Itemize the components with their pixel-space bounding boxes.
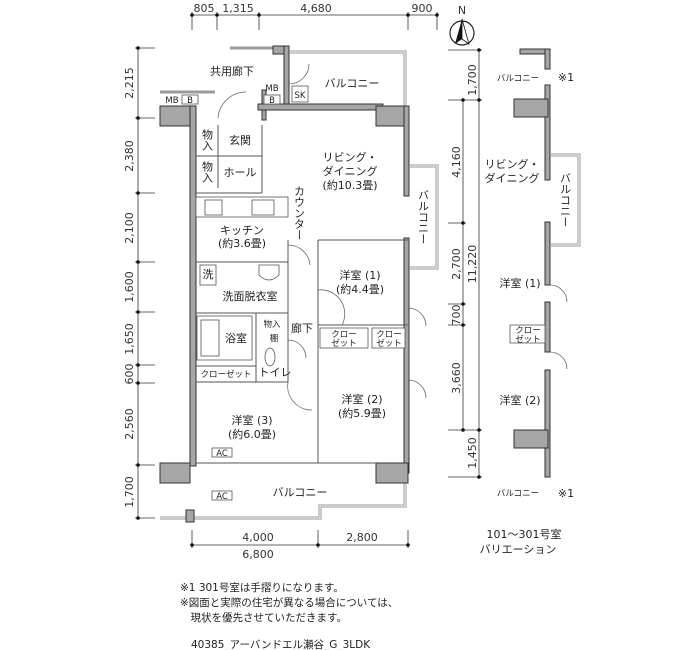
dim-left-7: 1,700: [123, 476, 136, 508]
plan-id-footer: 40385_アーバンドエル瀬谷_G_3LDK: [191, 638, 371, 650]
note-3: 現状を優先させていただきます。: [180, 611, 347, 624]
top-dimensions: 805 1,315 4,680 900: [190, 2, 439, 30]
var-western-1-label: 洋室 (1): [499, 276, 540, 290]
var-western-2-label: 洋室 (2): [499, 393, 540, 407]
dim-left-5: 600: [123, 364, 136, 385]
bath-label: 浴室: [225, 331, 247, 345]
mb-label-left: MB: [165, 96, 178, 106]
storage-3-label: 物入: [263, 319, 281, 330]
var-bottom-balcony-label: バルコニー: [497, 489, 539, 499]
var-dim-5: 1,450: [466, 437, 479, 469]
dim-bottom-1: 2,800: [346, 531, 378, 544]
note-1: ※1 301号室は手摺りになります。: [180, 581, 344, 594]
ac-label-1: AC: [216, 449, 228, 459]
var-dim-3: 700: [450, 305, 463, 326]
top-balcony-label: バルコニー: [325, 77, 380, 90]
var-ld-label-2: ダイニング: [485, 171, 540, 185]
washer-label: 洗: [203, 268, 214, 281]
var-ld-label-1: リビング・: [485, 157, 540, 171]
shelf-label: 棚: [270, 333, 279, 344]
storage-1-label: 物入: [201, 128, 214, 151]
dim-left-3: 1,600: [123, 271, 136, 303]
closet-a-label-2: ゼット: [331, 338, 357, 349]
doors: [217, 63, 427, 411]
western-room-3-label: 洋室 (3): [231, 413, 272, 427]
var-closet-label-1: クロー: [515, 326, 541, 336]
dim-left-2: 2,100: [123, 212, 136, 244]
dim-left-0: 2,215: [123, 67, 136, 99]
dim-bottom-total: 6,800: [242, 548, 274, 561]
living-dining-size: (約10.3畳): [322, 178, 377, 192]
var-dim-total: 11,220: [466, 245, 479, 284]
dim-bottom-0: 4,000: [242, 531, 274, 544]
kitchen-label: キッチン: [220, 224, 264, 237]
var-side-balcony-label: バルコニー: [559, 173, 572, 228]
sk-label: SK: [295, 91, 306, 101]
western-room-3-size: (約6.0畳): [228, 427, 276, 441]
left-dimensions: 2,215 2,380 2,100 1,600 1,650 600 2,560 …: [123, 46, 155, 520]
dim-top-0: 805: [194, 2, 215, 15]
entrance-label: 玄関: [229, 133, 251, 147]
var-dim-2: 2,700: [450, 248, 463, 280]
ac-label-2: AC: [216, 492, 228, 502]
western-room-1-size: (約4.4畳): [336, 282, 384, 296]
notes: ※1 301号室は手摺りになります。 ※図面と実際の住宅が異なる場合については、…: [180, 581, 398, 650]
dim-left-6: 2,560: [123, 408, 136, 440]
variation-plan: 1,700 4,160 2,700 700 3,660 1,450 11,220…: [448, 48, 581, 556]
dim-top-2: 4,680: [300, 2, 332, 15]
balcony-rails: [160, 46, 439, 520]
mb-label-right: MB: [265, 84, 278, 94]
room-labels: 共用廊下 MB B MB B SK バルコニー 物入 物入 玄関 ホール リビン…: [165, 64, 429, 502]
var-dim-1: 4,160: [450, 146, 463, 178]
variation-caption-2: バリエーション: [480, 543, 557, 556]
variation-caption-1: 101〜301号室: [487, 527, 562, 541]
var-dim-0: 1,700: [466, 64, 479, 96]
western-room-1-label: 洋室 (1): [339, 268, 380, 282]
bottom-dimensions: 4,000 2,800 6,800: [190, 530, 410, 561]
closet-b-label-2: ゼット: [376, 338, 402, 349]
walls: [159, 45, 410, 523]
var-dim-4: 3,660: [450, 362, 463, 394]
var-note-mark-bottom: ※1: [558, 487, 574, 500]
dim-top-3: 900: [412, 2, 433, 15]
hall-label: ホール: [224, 166, 257, 179]
compass-label: N: [458, 4, 466, 17]
closet-b-label-1: クロー: [376, 330, 402, 340]
living-dining-label-1: リビング・: [323, 150, 378, 164]
western-room-2-label: 洋室 (2): [341, 392, 382, 406]
kitchen-size: (約3.6畳): [218, 236, 266, 250]
dim-top-1: 1,315: [222, 2, 254, 15]
dim-left-1: 2,380: [123, 140, 136, 172]
var-top-balcony-label: バルコニー: [497, 74, 539, 84]
common-corridor-label: 共用廊下: [210, 64, 254, 78]
closet-long-label: クローゼット: [200, 369, 251, 380]
b-label-left: B: [187, 96, 193, 106]
washroom-label: 洗面脱衣室: [223, 289, 278, 303]
north-compass-icon: N: [449, 4, 475, 46]
closet-a-label-1: クロー: [331, 330, 357, 340]
toilet-label: トイレ: [259, 366, 292, 379]
counter-label: カウンター: [293, 185, 306, 240]
var-note-mark-top: ※1: [558, 71, 574, 84]
corridor-label: 廊下: [291, 321, 313, 335]
western-room-2-size: (約5.9畳): [338, 406, 386, 420]
note-2: ※図面と実際の住宅が異なる場合については、: [180, 596, 398, 609]
bottom-balcony-label: バルコニー: [273, 486, 328, 499]
storage-2-label: 物入: [201, 160, 214, 183]
dim-left-4: 1,650: [123, 323, 136, 355]
var-closet-label-2: ゼット: [515, 334, 541, 345]
side-balcony-label: バルコニー: [417, 190, 430, 245]
b-label-right: B: [269, 96, 275, 106]
living-dining-label-2: ダイニング: [323, 164, 378, 178]
